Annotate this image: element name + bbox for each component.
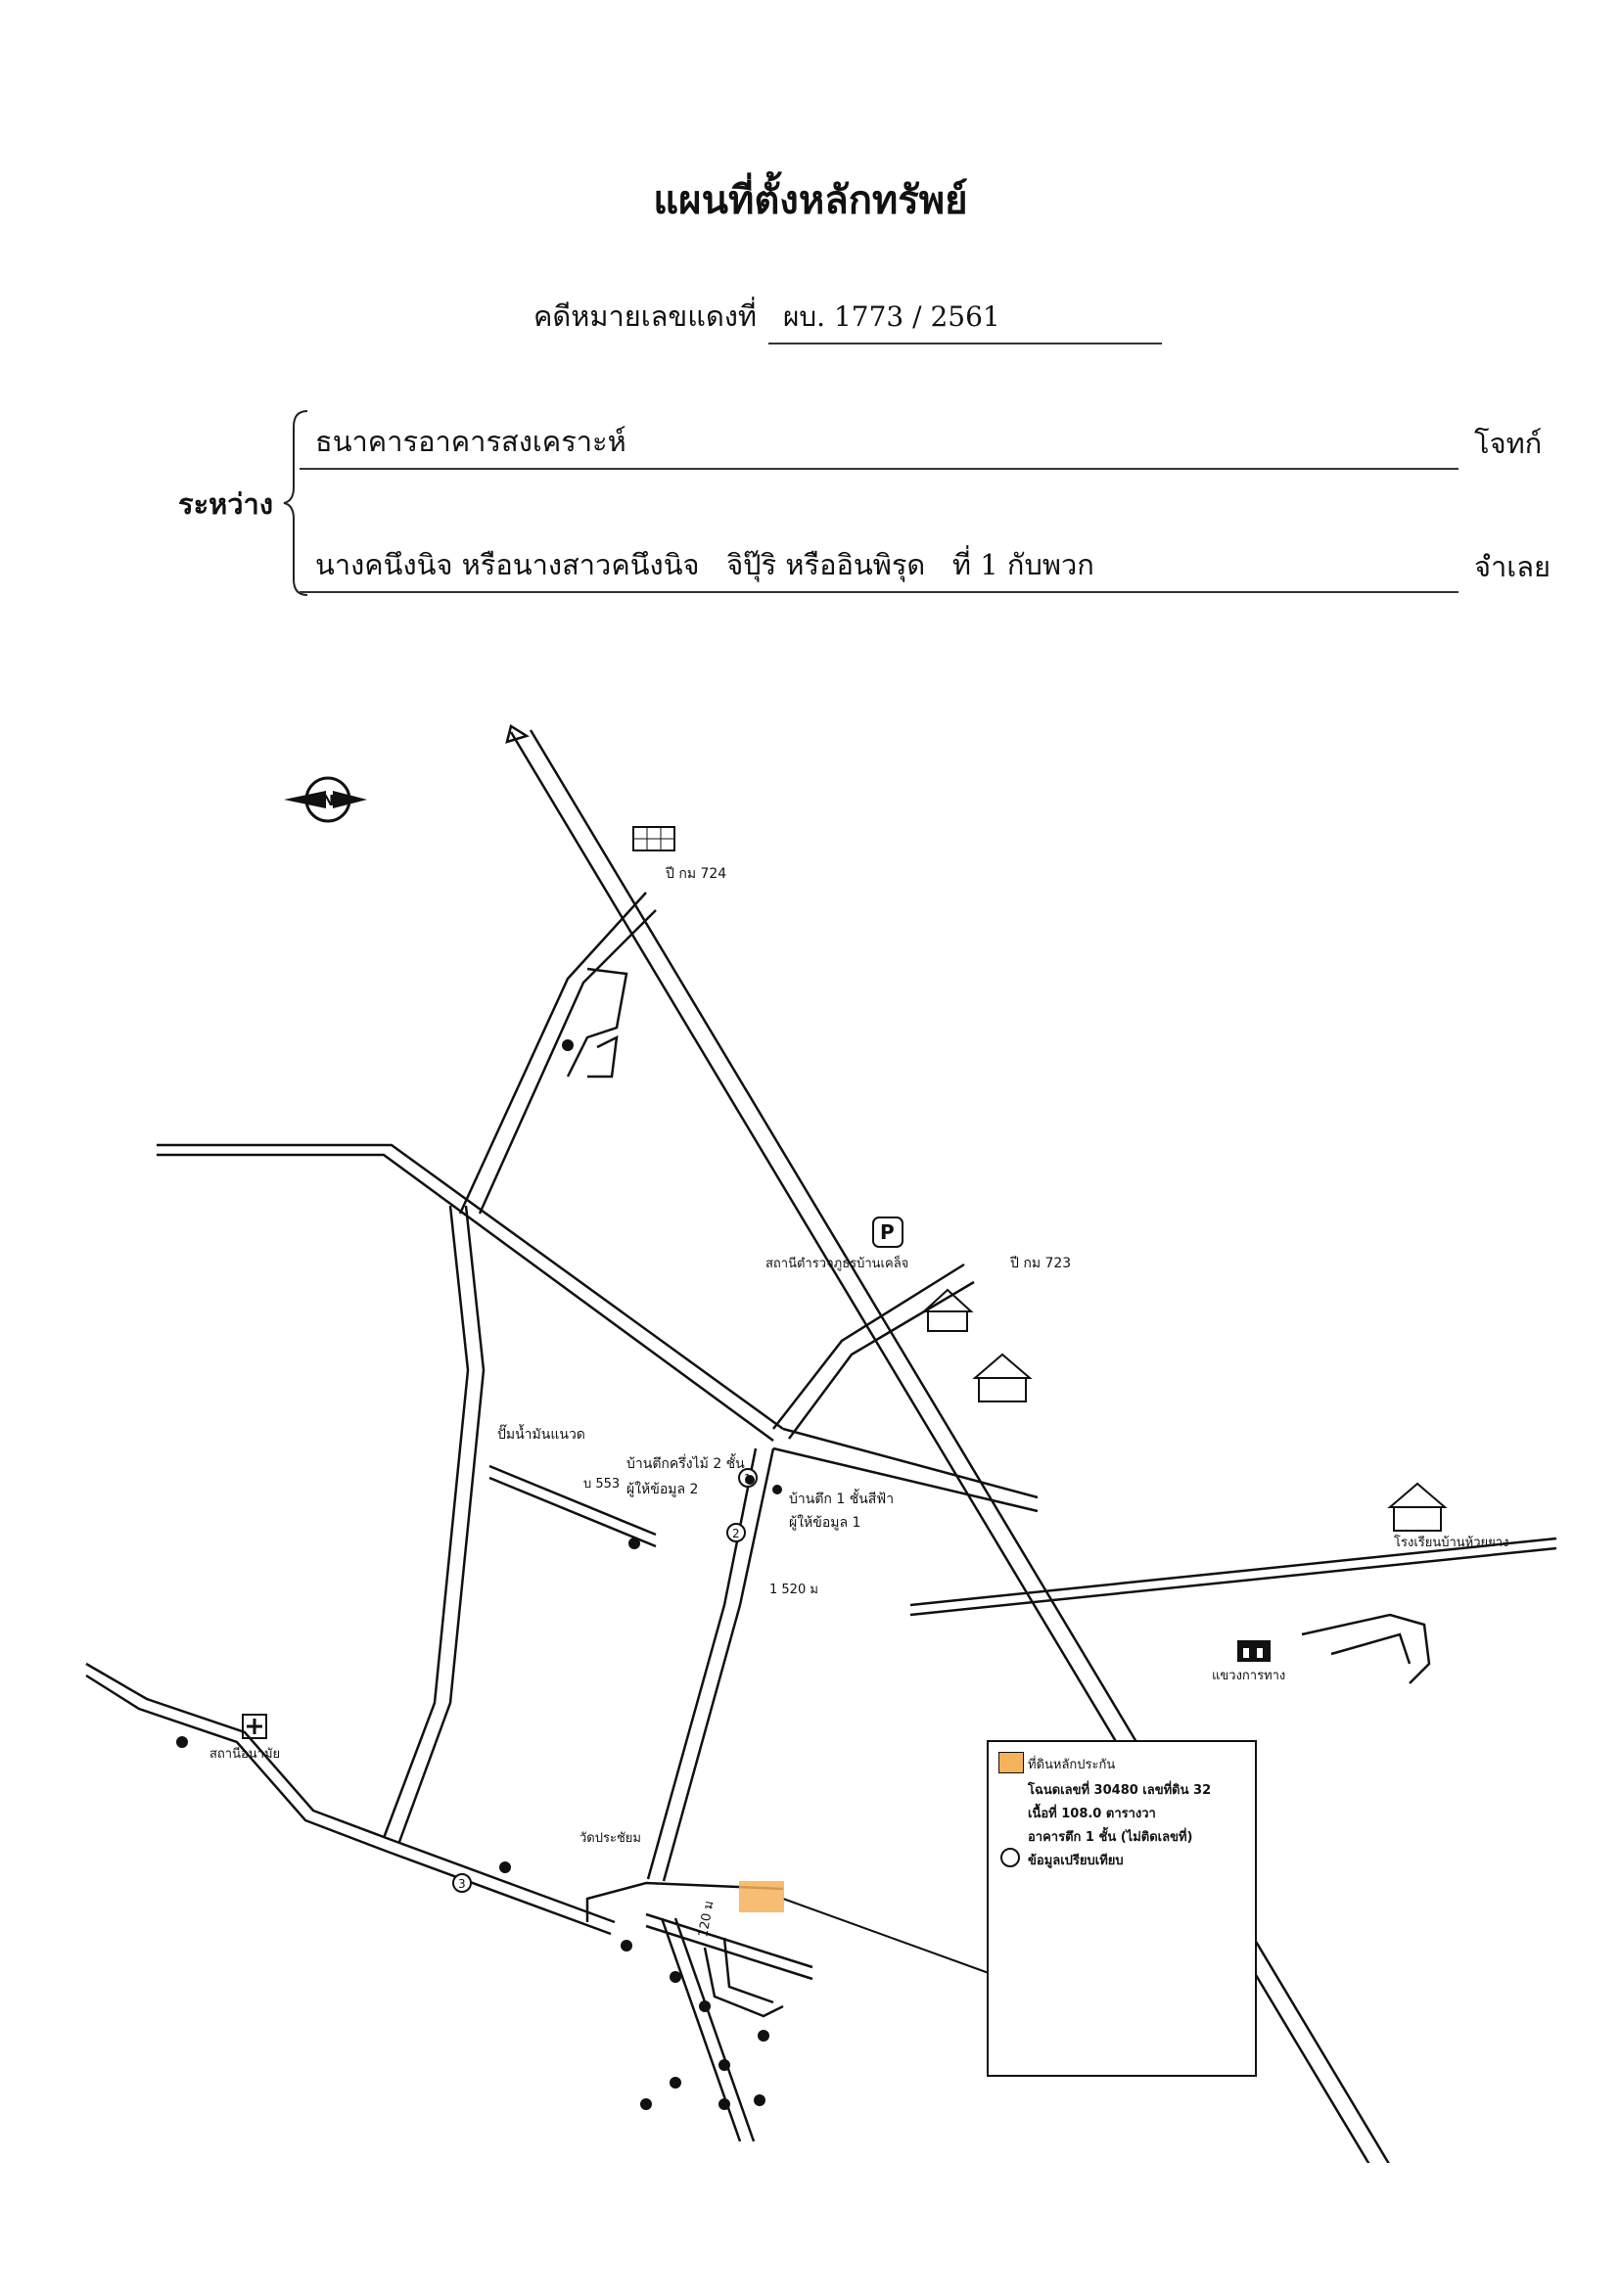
compass-icon: N (284, 776, 367, 823)
case-number-label: คดีหมายเลขแดงที่ (533, 299, 758, 333)
distance-120-label: 120 ม (696, 1900, 717, 1939)
defendant-role: จำเลย (1474, 550, 1551, 583)
house-icon (972, 1353, 1033, 1402)
case-number-value: ผบ. 1773 / 2561 (783, 300, 1000, 333)
km724-label: ปี กม 724 (666, 866, 727, 882)
plaintiff-role: โจทก์ (1474, 427, 1543, 460)
location-map: N (85, 724, 1557, 2163)
collateral-parcel-marker (739, 1881, 784, 1912)
house-icon (921, 1288, 974, 1332)
collateral-swatch (998, 1752, 1024, 1773)
hospital-icon (242, 1714, 267, 1739)
comparable-3-number: 3 (458, 1877, 466, 1891)
compass-n-label: N (322, 792, 335, 809)
legend-area-info: เนื้อที่ 108.0 ตารางวา (1028, 1807, 1156, 1821)
party-bracket (283, 410, 308, 596)
house-markers (176, 1039, 782, 2110)
comparable-2-label: ผู้ให้ข้อมูล 2 (626, 1481, 698, 1497)
road-northwest-branch (458, 892, 657, 1215)
legend-building-info: อาคารตึก 1 ชั้น (ไม่ติดเลขที่) (1028, 1830, 1193, 1845)
road-to-km723 (772, 1263, 975, 1440)
between-label: ระหว่าง (178, 487, 273, 521)
road-east-school (909, 1537, 1557, 1617)
plaintiff-name: ธนาคารอาคารสงเคราะห์ (315, 425, 626, 458)
school-icon (1387, 1482, 1448, 1532)
police-icon: P (872, 1217, 903, 1248)
road-west-north-south (382, 1205, 486, 1843)
defendant-name: นางคนึงนิจ หรือนางสาวคนึงนิจ จิปุ๊ริ หรื… (315, 548, 1094, 581)
school-label: โรงเรียนบ้านห้วยยาง (1394, 1535, 1508, 1550)
police-station-label: สถานีตำรวจภูธรบ้านเคล็จ (765, 1254, 908, 1271)
comparable-1-label: ผู้ให้ข้อมูล 1 (789, 1514, 860, 1531)
legend-box: ที่ดินหลักประกัน โฉนดเลขที่ 30480 เลขที่… (987, 1740, 1257, 2077)
gas-station-label: ปั๊มน้ำมันแนวด (497, 1424, 585, 1443)
callout-line (782, 1898, 990, 1974)
defendant-underline (300, 591, 1459, 593)
comparable-legend-icon (1000, 1848, 1020, 1867)
road-side-b553 (488, 1464, 657, 1537)
legend-deed-info: โฉนดเลขที่ 30480 เลขที่ดิน 32 (1028, 1783, 1212, 1798)
main-highway (505, 724, 1390, 2163)
b553-label: บ 553 (583, 1477, 620, 1492)
svg-text:P: P (880, 1220, 895, 1244)
document-title: แผนที่ตั้งหลักทรัพย์ (653, 177, 968, 223)
house-1floor-label: บ้านตึก 1 ชั้นสีฟ้า (789, 1489, 894, 1507)
comparable-2-number: 2 (732, 1527, 740, 1540)
km723-label: ปี กม 723 (1010, 1256, 1072, 1271)
building-icon (632, 826, 675, 851)
house-2floor-label: บ้านตึกครึ่งไม้ 2 ชั้น (626, 1453, 745, 1472)
road-south-to-temple (646, 1447, 775, 1882)
case-number-underline (768, 343, 1162, 344)
office-icon (1237, 1640, 1271, 1662)
plaintiff-underline (300, 468, 1459, 470)
legend-collateral-label: ที่ดินหลักประกัน (1028, 1758, 1116, 1772)
road-south-main (85, 1662, 813, 1981)
comparable-marker-2: 2 (726, 1523, 746, 1542)
comparable-marker-3: 3 (452, 1873, 472, 1893)
legend-comparable-label: ข้อมูลเปรียบเทียบ (1028, 1854, 1124, 1868)
highway-office-label: แขวงการทาง (1212, 1669, 1285, 1683)
road-west-east (157, 1143, 1039, 1513)
health-station-label: สถานีอนามัย (209, 1746, 280, 1762)
distance-520-label: 1 520 ม (769, 1583, 818, 1597)
temple-label: วัดประชัยม (579, 1831, 641, 1846)
